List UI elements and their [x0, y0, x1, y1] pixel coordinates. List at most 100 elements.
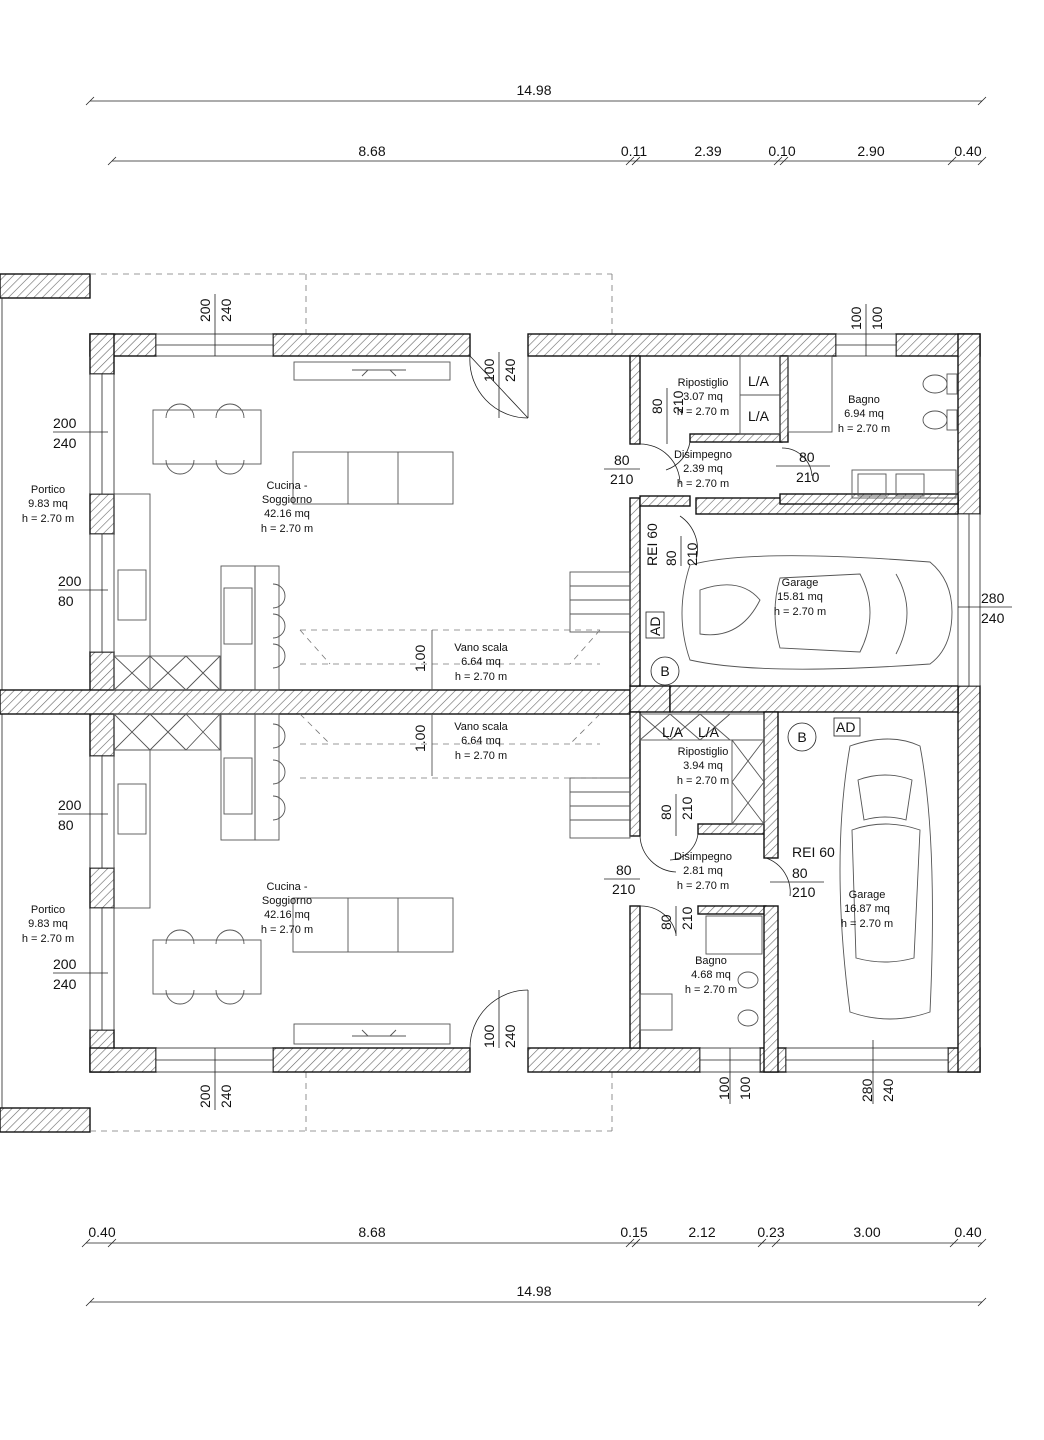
- fire-rating-tag: REI 60: [644, 523, 660, 566]
- room-name: Vano scala: [454, 642, 508, 654]
- dimension-bottom-total: 14.98: [85, 1283, 987, 1307]
- room-height: h = 2.70 m: [261, 523, 313, 535]
- opening-width: 80: [792, 865, 808, 881]
- room-height: h = 2.70 m: [261, 924, 313, 936]
- storage-tag: L/A: [698, 724, 720, 740]
- opening-height: 240: [218, 1084, 234, 1108]
- opening-width: 80: [658, 914, 674, 930]
- opening-width: 80: [799, 449, 815, 465]
- opening-width: 80: [663, 550, 679, 566]
- room-area: 2.39 mq: [683, 463, 723, 475]
- storage-tag: L/A: [748, 408, 770, 424]
- opening-height: 240: [53, 435, 77, 451]
- room-area: 6.64 mq: [461, 735, 501, 747]
- opening-width: 280: [859, 1078, 875, 1102]
- opening-width: 100: [716, 1076, 732, 1100]
- dim-text: 0.40: [88, 1224, 115, 1240]
- dim-text: 0.15: [620, 1224, 647, 1240]
- room-area: 3.94 mq: [683, 760, 723, 772]
- storage-tag: L/A: [662, 724, 684, 740]
- opening-width: 200: [58, 573, 82, 589]
- room-height: h = 2.70 m: [455, 750, 507, 762]
- dim-text: 0.40: [954, 1224, 981, 1240]
- dim-text: 2.90: [857, 143, 884, 159]
- furniture-lower: [113, 713, 765, 1045]
- b-marker-circle: [787, 722, 817, 752]
- portico-column: [0, 273, 91, 299]
- opening-height: 80: [58, 817, 74, 833]
- b-tag: B: [660, 663, 669, 679]
- room-area: 16.87 mq: [844, 903, 890, 915]
- opening-width: 80: [658, 804, 674, 820]
- dimension-top-segments: 8.68 0.11 2.39 0.10 2.90 0.40: [107, 143, 987, 166]
- room-disimpegno-lower: Disimpegno 2.81 mq h = 2.70 m: [674, 851, 732, 892]
- b-tag: B: [797, 729, 806, 745]
- opening-width: 200: [53, 956, 77, 972]
- walls: [0, 333, 981, 1073]
- dim-text: 8.68: [358, 143, 385, 159]
- room-area: 9.83 mq: [28, 918, 68, 930]
- opening-height: 240: [880, 1078, 896, 1102]
- room-vano-upper: Vano scala 6.64 mq h = 2.70 m: [454, 642, 508, 683]
- car-lower: [839, 738, 933, 1020]
- dim-text: 2.39: [694, 143, 721, 159]
- opening-height: 210: [612, 881, 636, 897]
- room-area: 42.16 mq: [264, 909, 310, 921]
- room-height: h = 2.70 m: [677, 775, 729, 787]
- room-name: Portico: [31, 904, 65, 916]
- room-height: h = 2.70 m: [677, 406, 729, 418]
- opening-width: 200: [197, 298, 213, 322]
- dim-text: 0.10: [768, 143, 795, 159]
- room-name: Soggiorno: [262, 895, 312, 907]
- room-name: Cucina -: [267, 480, 308, 492]
- opening-height: 80: [58, 593, 74, 609]
- room-height: h = 2.70 m: [841, 918, 893, 930]
- ad-box: [833, 717, 861, 737]
- opening-width: 100: [481, 358, 497, 382]
- room-ripostiglio-upper: Ripostiglio 3.07 mq h = 2.70 m: [677, 377, 729, 418]
- doors: [469, 355, 813, 1049]
- room-name: Bagno: [848, 394, 880, 406]
- room-height: h = 2.70 m: [22, 933, 74, 945]
- tags: L/A L/A L/A L/A REI 60 REI 60 AD AD B B: [644, 373, 861, 860]
- room-vano-lower: Vano scala 6.64 mq h = 2.70 m: [454, 721, 508, 762]
- storage-tag: L/A: [748, 373, 770, 389]
- stair-dimension: 1.00: [412, 645, 428, 672]
- room-cucina-lower: Cucina - Soggiorno 42.16 mq h = 2.70 m: [261, 881, 313, 936]
- ad-tag: AD: [647, 617, 663, 636]
- opening-height: 100: [737, 1076, 753, 1100]
- room-bagno-upper: Bagno 6.94 mq h = 2.70 m: [838, 394, 890, 435]
- fire-rating-tag: REI 60: [792, 844, 835, 860]
- dimension-top-total: 14.98: [85, 82, 987, 106]
- room-area: 9.83 mq: [28, 498, 68, 510]
- opening-height: 240: [218, 298, 234, 322]
- room-height: h = 2.70 m: [838, 423, 890, 435]
- opening-height: 210: [679, 906, 695, 930]
- room-name: Disimpegno: [674, 449, 732, 461]
- dim-text: 0.23: [757, 1224, 784, 1240]
- ad-box: [645, 611, 665, 639]
- opening-width: 280: [981, 590, 1005, 606]
- opening-height: 240: [981, 610, 1005, 626]
- opening-height: 210: [684, 542, 700, 566]
- opening-width: 200: [197, 1084, 213, 1108]
- room-area: 42.16 mq: [264, 508, 310, 520]
- room-portico-lower: Portico 9.83 mq h = 2.70 m: [22, 904, 74, 945]
- room-ripostiglio-lower: Ripostiglio 3.94 mq h = 2.70 m: [677, 746, 729, 787]
- room-height: h = 2.70 m: [22, 513, 74, 525]
- dim-text: 3.00: [853, 1224, 880, 1240]
- opening-width: 100: [848, 306, 864, 330]
- dim-text: 0.40: [954, 143, 981, 159]
- opening-width: 200: [58, 797, 82, 813]
- portico-column: [0, 1107, 91, 1133]
- stair-dimension: 1.00: [412, 725, 428, 752]
- opening-width: 80: [614, 452, 630, 468]
- room-area: 6.64 mq: [461, 656, 501, 668]
- room-name: Ripostiglio: [678, 377, 729, 389]
- dim-text: 14.98: [516, 1283, 551, 1299]
- opening-height: 210: [679, 796, 695, 820]
- furniture-upper: [113, 355, 958, 691]
- dim-text: 8.68: [358, 1224, 385, 1240]
- room-garage-upper: Garage 15.81 mq h = 2.70 m: [774, 577, 826, 618]
- room-area: 6.94 mq: [844, 408, 884, 420]
